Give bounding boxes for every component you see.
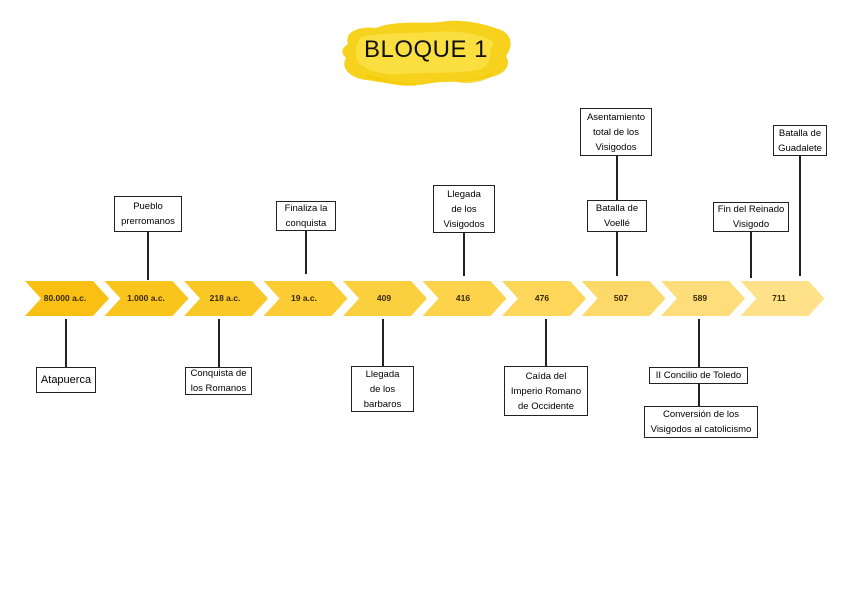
timeline-chevron [104, 281, 189, 316]
timeline-chevron [502, 281, 586, 316]
title-banner: BLOQUE 1 [336, 14, 516, 90]
timeline-chevron [25, 281, 109, 316]
year-label-218-ac: 218 a.c. [209, 293, 241, 303]
timeline-chevron [740, 281, 825, 316]
connector-line [463, 233, 465, 276]
year-label-19-ac: 19 a.c. [291, 293, 317, 303]
timeline-chevron [184, 281, 268, 316]
connector-line [218, 319, 220, 367]
connector-line [305, 231, 307, 274]
year-label-507: 507 [613, 293, 629, 303]
year-label-476: 476 [534, 293, 550, 303]
event-box-caida-imperio: Caída del Imperio Romano de Occidente [504, 366, 588, 416]
connector-line [616, 232, 618, 276]
year-label-416: 416 [455, 293, 471, 303]
event-box-finaliza-conquista: Finaliza la conquista [276, 201, 336, 231]
year-label-589: 589 [692, 293, 708, 303]
year-label-80000-ac: 80.000 a.c. [43, 293, 87, 303]
event-box-ii-concilio-toledo: II Concilio de Toledo [649, 367, 748, 384]
timeline-chevron [422, 281, 507, 316]
year-label-409: 409 [376, 293, 392, 303]
event-box-batalla-voelle: Batalla de Voellé [587, 200, 647, 232]
timeline-chevron [661, 281, 745, 316]
event-box-atapuerca: Atapuerca [36, 367, 96, 393]
timeline-chevron [581, 281, 666, 316]
event-box-conquista-romanos: Conquista de los Romanos [185, 367, 252, 395]
year-label-1000-ac: 1.000 a.c. [127, 293, 165, 303]
timeline-chevron [343, 281, 427, 316]
event-box-asentamiento-visigodos: Asentamiento total de los Visigodos [580, 108, 652, 156]
connector-line [616, 156, 618, 200]
year-label-711: 711 [772, 293, 786, 303]
connector-line [698, 384, 700, 406]
event-box-pueblo-prerromanos: Pueblo prerromanos [114, 196, 182, 232]
event-box-batalla-guadalete: Batalla de Guadalete [773, 125, 827, 156]
event-box-llegada-visigodos: Llegada de los Visigodos [433, 185, 495, 233]
event-box-fin-reinado-visigodo: Fin del Reinado Visigodo [713, 202, 789, 232]
connector-line [147, 232, 149, 280]
event-box-llegada-barbaros: Llegada de los barbaros [351, 366, 414, 412]
page-title: BLOQUE 1 [363, 36, 489, 63]
paint-splash-graphic [342, 20, 511, 86]
connector-line [545, 319, 547, 366]
connector-line [65, 319, 67, 367]
connector-line [382, 319, 384, 366]
timeline-chevron [263, 281, 348, 316]
connector-line [799, 156, 801, 276]
connector-line [750, 232, 752, 278]
connector-line [698, 319, 700, 367]
event-box-conversion-visigodos: Conversión de los Visigodos al catolicis… [644, 406, 758, 438]
